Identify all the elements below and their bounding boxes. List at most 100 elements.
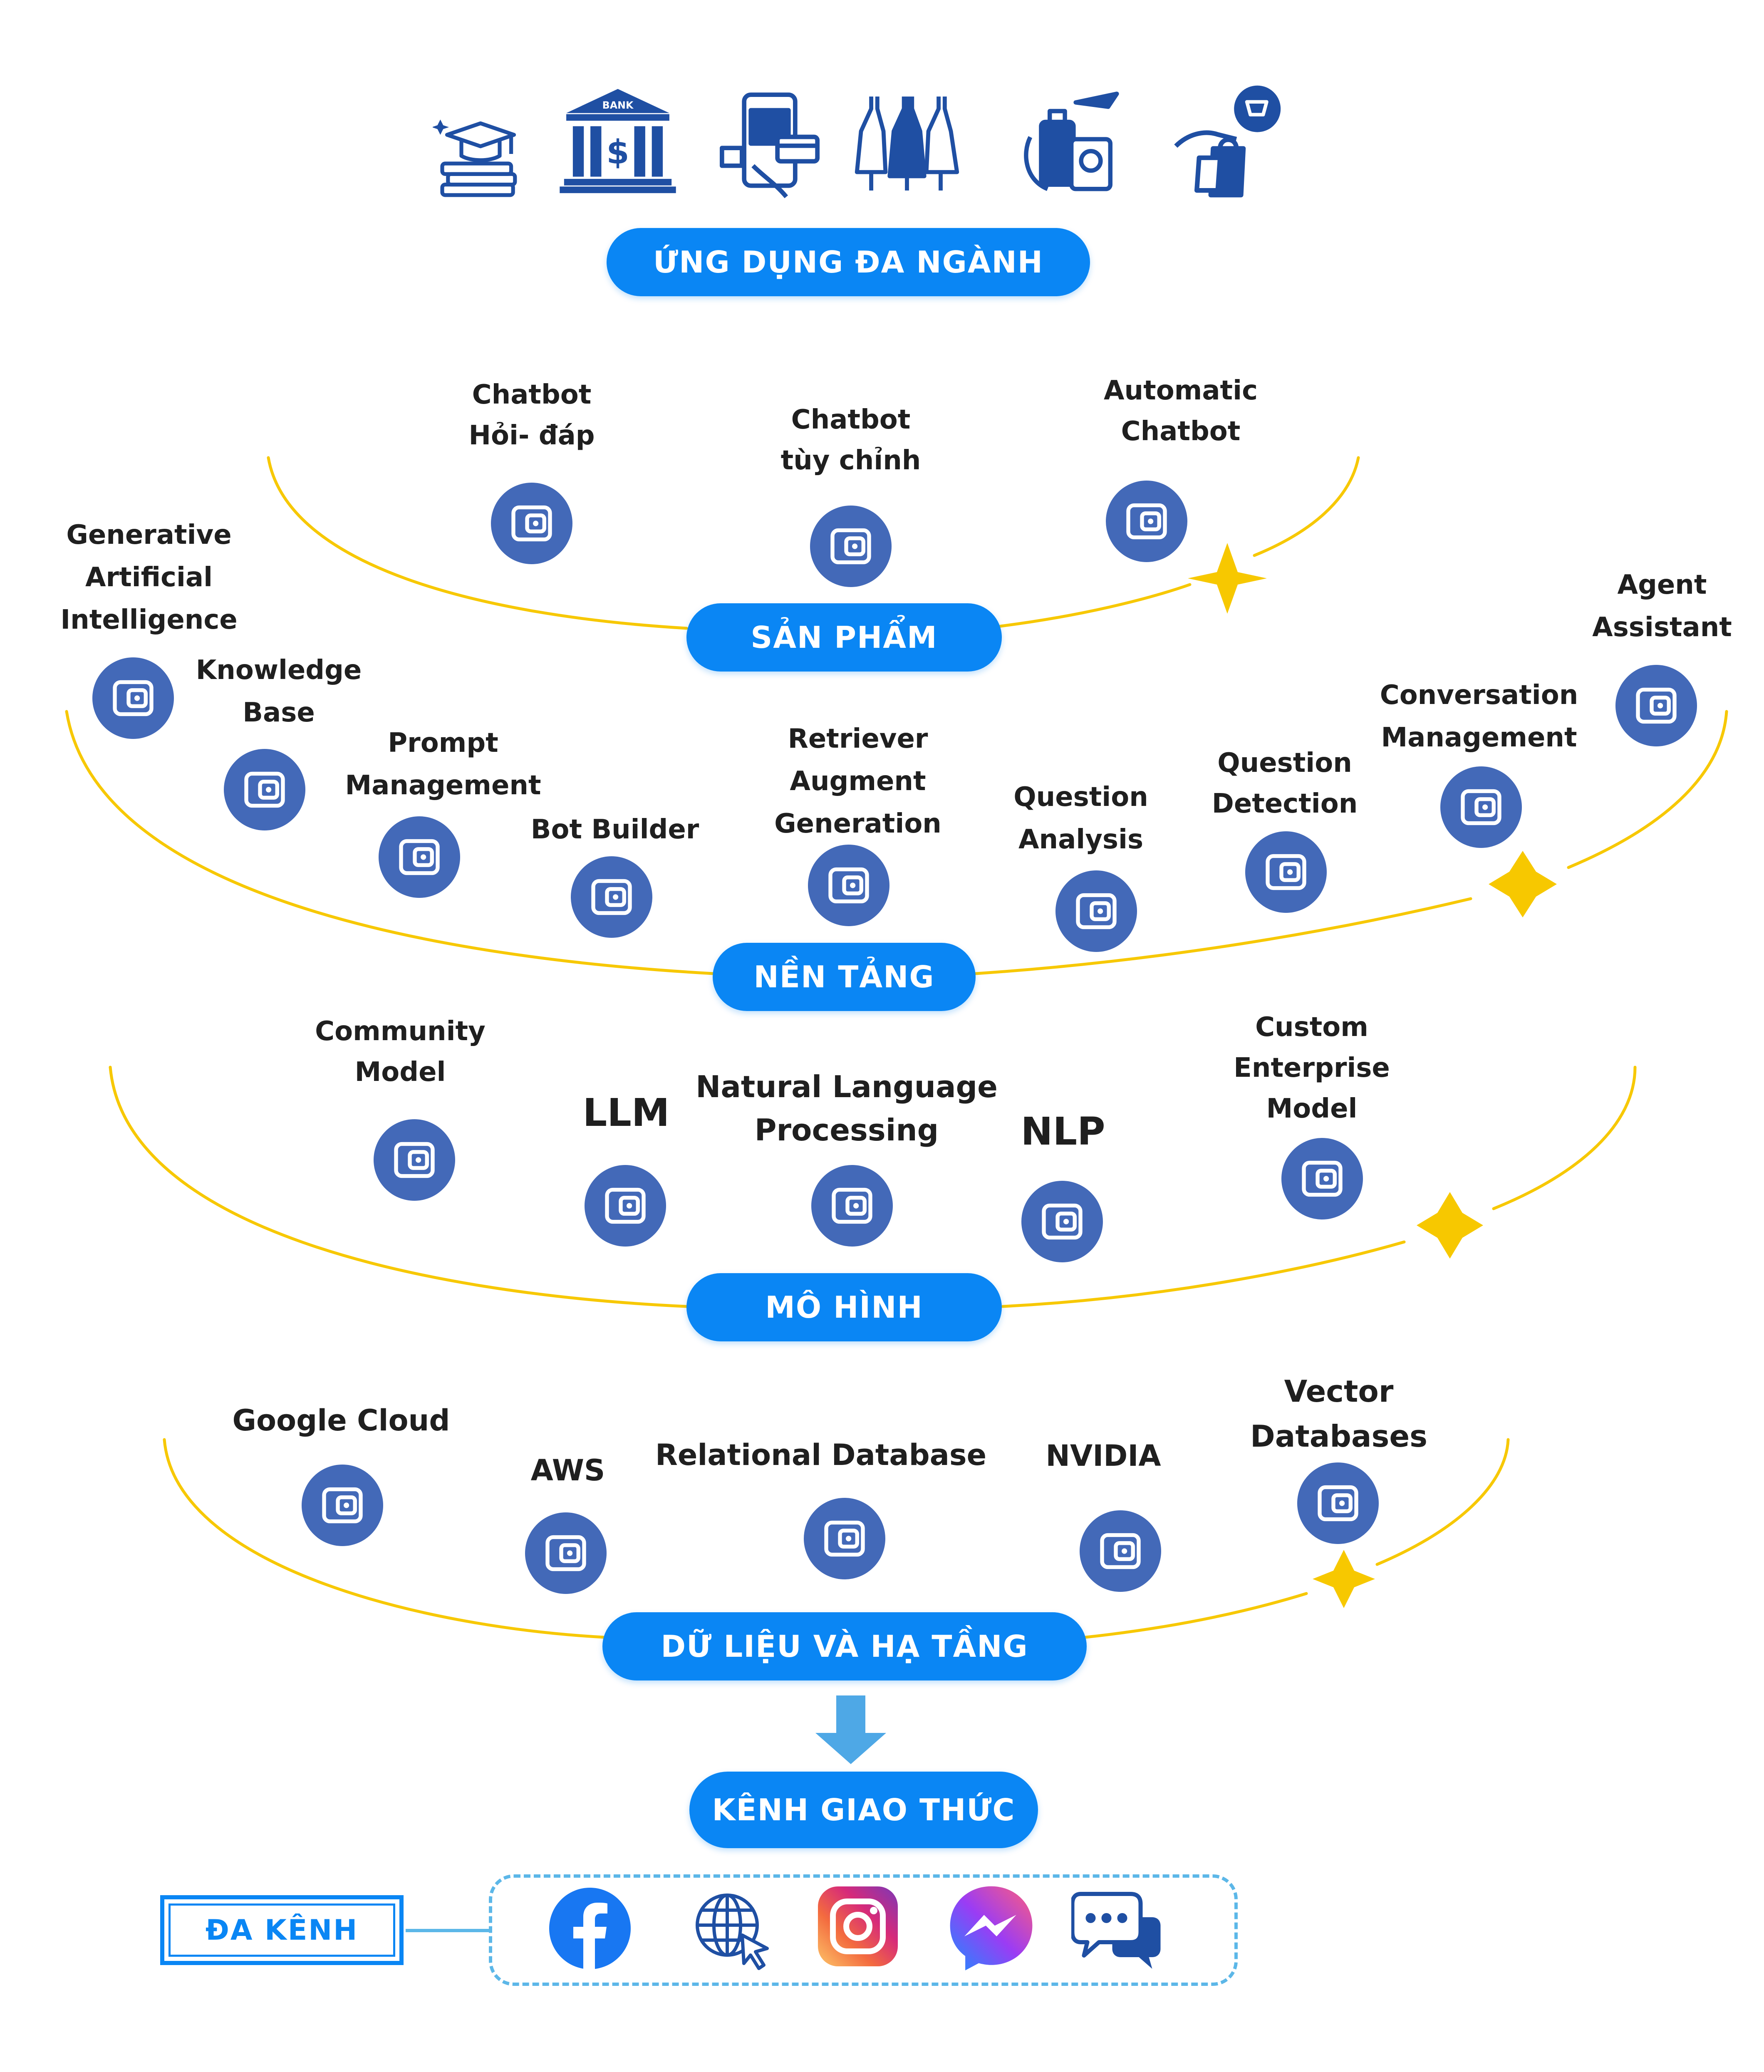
curve-du-lieu-right (1084, 1592, 1308, 1639)
item-label-relational-database: Relational Database (655, 1438, 987, 1472)
bank-sign: BANK (602, 99, 634, 111)
curve-san-pham-right (999, 583, 1192, 628)
wallet-icon (322, 1487, 363, 1524)
web-icon[interactable] (691, 1887, 774, 1970)
curve-mo-hinh-left (109, 1066, 688, 1308)
layer-title-mo-hinh: MÔ HÌNH (765, 1290, 923, 1325)
item-node-question-detection (1245, 831, 1327, 913)
item-node-prompt-management (379, 816, 460, 898)
item-node-aws (525, 1512, 607, 1594)
wallet-icon (244, 771, 285, 808)
chat-icon[interactable] (1071, 1889, 1165, 1972)
title-pill-ung-dung: ỨNG DỤNG ĐA NGÀNH (607, 228, 1090, 296)
wallet-icon (1126, 503, 1167, 540)
bank-icon: BANK $ (560, 89, 676, 193)
wallet-icon (1318, 1485, 1358, 1522)
instagram-icon[interactable] (816, 1885, 899, 1968)
item-node-automatic-chatbot (1106, 481, 1187, 562)
item-node-community-model (374, 1119, 455, 1201)
layer-pill-mo-hinh: MÔ HÌNH (686, 1273, 1002, 1341)
svg-text:$: $ (606, 133, 629, 171)
item-label-google-cloud: Google Cloud (232, 1403, 450, 1438)
fashion-icon (855, 97, 959, 191)
layer-title-du-lieu: DỮ LIỆU VÀ HẠ TẦNG (661, 1629, 1028, 1664)
wallet-icon (113, 680, 154, 716)
messenger-icon[interactable] (946, 1883, 1036, 1972)
item-label-aws: AWS (530, 1453, 605, 1487)
wallet-icon (832, 1187, 872, 1224)
curve-nen-tang-right (974, 897, 1472, 975)
item-node-agent-assistant (1615, 665, 1697, 746)
item-node-rag (808, 845, 889, 926)
travel-icon (1024, 92, 1119, 191)
wallet-icon (824, 1520, 865, 1557)
item-node-relational-database (804, 1498, 885, 1579)
curve-du-lieu-right-top (1375, 1438, 1510, 1566)
channel-icons-box (489, 1874, 1238, 1986)
item-node-llm (585, 1165, 666, 1247)
curve-nen-tang-right-top (1567, 710, 1728, 869)
wallet-icon (1266, 854, 1306, 890)
item-label-bot-builder: Bot Builder (530, 814, 699, 845)
wallet-icon (1302, 1160, 1343, 1197)
item-node-question-analysis (1055, 870, 1137, 952)
layer-title-san-pham: SẢN PHẨM (751, 620, 938, 655)
item-node-chatbot-tuy-chinh (810, 506, 892, 587)
item-node-bot-builder (571, 856, 652, 938)
wallet-icon (1100, 1533, 1141, 1569)
sparkle-4 (1313, 1550, 1375, 1608)
down-arrow (815, 1695, 886, 1764)
item-label-nvidia: NVIDIA (1046, 1439, 1161, 1473)
sparkle-3 (1417, 1192, 1483, 1259)
layer-pill-du-lieu: DỮ LIỆU VÀ HẠ TẦNG (602, 1612, 1087, 1680)
header-title: ỨNG DỤNG ĐA NGÀNH (653, 245, 1043, 280)
curve-san-pham-right-top (1253, 456, 1360, 557)
curve-san-pham-left (267, 456, 688, 630)
curve-mo-hinh-right (1001, 1240, 1406, 1308)
wallet-icon (511, 505, 552, 542)
sparkle-1 (1188, 543, 1267, 614)
item-node-knowledge-base (224, 749, 305, 830)
item-node-vector-databases (1297, 1462, 1379, 1544)
item-node-chatbot-hoi-dap (491, 483, 572, 564)
shopping-icon (1174, 85, 1281, 198)
item-node-google-cloud (302, 1465, 383, 1546)
wallet-icon (394, 1142, 435, 1178)
layer-pill-nen-tang: NỀN TẢNG (713, 943, 976, 1011)
education-icon (433, 119, 517, 197)
wallet-icon (399, 839, 440, 875)
mobile-payment-icon (720, 92, 820, 198)
multi-channel-label-box: ĐA KÊNH (160, 1895, 404, 1965)
wallet-icon (1076, 893, 1117, 929)
wallet-icon (1042, 1203, 1083, 1240)
item-node-nlp (1021, 1181, 1103, 1262)
layer-pill-san-pham: SẢN PHẨM (686, 603, 1002, 672)
item-node-nlp-full (811, 1165, 893, 1247)
multi-channel-label: ĐA KÊNH (205, 1913, 359, 1947)
wallet-icon (605, 1187, 646, 1224)
curve-mo-hinh-right-top (1492, 1066, 1637, 1210)
item-label-nlp: NLP (1021, 1109, 1105, 1154)
item-node-custom-enterprise-model (1281, 1138, 1363, 1219)
wallet-icon (830, 528, 871, 565)
item-node-generative-ai (92, 657, 174, 739)
sparkle-2 (1489, 851, 1557, 917)
channel-title: KÊNH GIAO THỨC (712, 1792, 1016, 1827)
wallet-icon (591, 879, 632, 915)
wallet-icon (1461, 789, 1501, 825)
facebook-icon[interactable] (548, 1887, 632, 1970)
